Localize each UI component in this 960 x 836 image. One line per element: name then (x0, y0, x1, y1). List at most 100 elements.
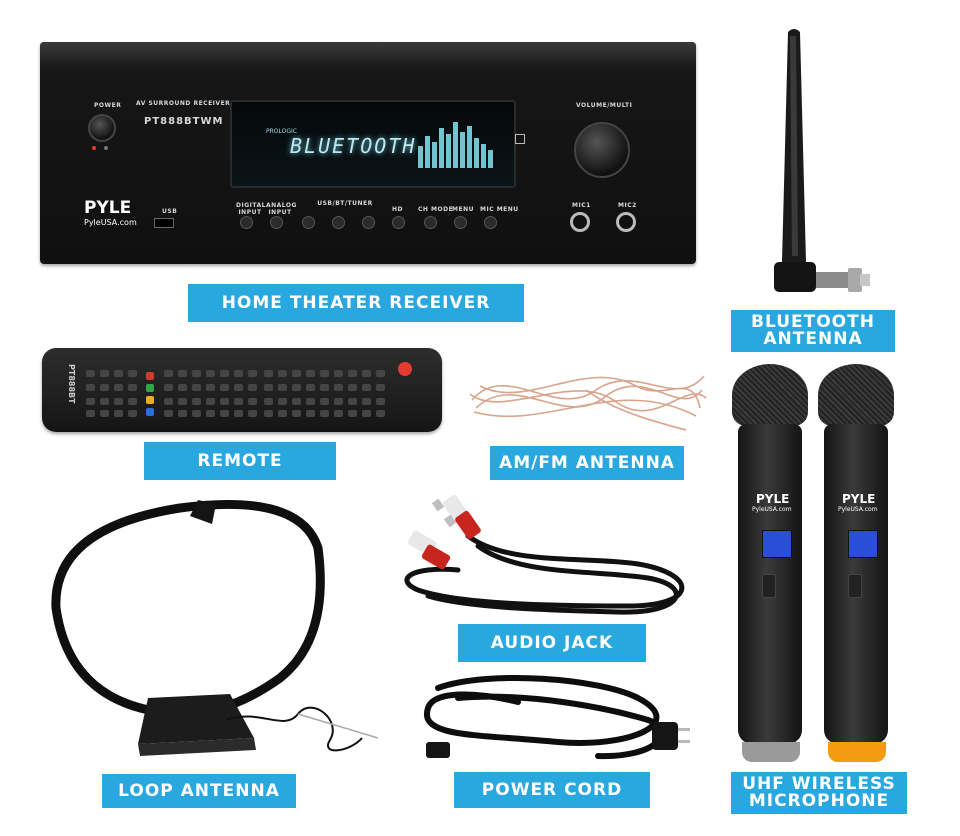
mic-right-cap (828, 742, 886, 762)
remote-button (192, 370, 201, 377)
remote-button (334, 398, 343, 405)
mic-right-screen (848, 530, 878, 558)
receiver-top-edge (40, 42, 696, 64)
remote-button (220, 398, 229, 405)
front-button (454, 216, 467, 229)
remote-button (348, 370, 357, 377)
label-text: MICROPHONE (748, 791, 890, 811)
display-prologic: PROLOGIC (266, 128, 297, 135)
display-badge-icon (515, 134, 525, 144)
receiver-brand-site: PyleUSA.com (84, 218, 137, 227)
label-remote: REMOTE (144, 442, 336, 480)
remote-button (264, 410, 273, 417)
btn-label-hd: HD (392, 206, 404, 213)
remote-button (114, 384, 123, 391)
remote-button (128, 370, 137, 377)
label-text: LOOP ANTENNA (118, 780, 280, 801)
remote-button (86, 370, 95, 377)
remote-blue-key-icon (146, 408, 154, 416)
remote-button (320, 410, 329, 417)
remote-button (86, 410, 95, 417)
remote-button (234, 410, 243, 417)
mic-right-head (818, 364, 894, 426)
remote-model: PT888BT (67, 364, 76, 404)
remote-button (206, 410, 215, 417)
label-text: UHF WIRELESS (742, 774, 896, 794)
remote-button (192, 384, 201, 391)
remote-button (128, 384, 137, 391)
remote-button (128, 398, 137, 405)
remote-button (220, 384, 229, 391)
remote-button (164, 384, 173, 391)
mic-left-switch-icon (762, 574, 776, 598)
btn-label-digital: DIGITAL INPUT (236, 202, 266, 216)
remote-button (306, 384, 315, 391)
remote-button (178, 410, 187, 417)
btn-label-mic-menu: MIC MENU (480, 206, 519, 213)
remote-button (264, 398, 273, 405)
remote-control: PT888BT (42, 348, 442, 432)
remote-button (178, 370, 187, 377)
front-button (484, 216, 497, 229)
remote-button (178, 384, 187, 391)
remote-button (334, 410, 343, 417)
standby-led-icon (104, 146, 108, 150)
remote-button (164, 370, 173, 377)
equalizer-icon (418, 122, 493, 168)
remote-button (348, 384, 357, 391)
receiver-brand: PYLE (84, 198, 132, 218)
remote-button (248, 370, 257, 377)
remote-button (100, 370, 109, 377)
mic-left-site: PyleUSA.com (752, 506, 792, 513)
volume-label: VOLUME/MULTI (576, 102, 633, 109)
label-text: BLUETOOTH (751, 312, 875, 332)
front-button (332, 216, 345, 229)
btn-label-analog: ANALOG INPUT (266, 202, 297, 216)
remote-button (292, 410, 301, 417)
remote-button (192, 398, 201, 405)
remote-button (306, 410, 315, 417)
usb-label: USB (162, 208, 178, 215)
remote-button (248, 410, 257, 417)
remote-button (86, 384, 95, 391)
front-button (240, 216, 253, 229)
remote-button (292, 398, 301, 405)
mic-left-cap (742, 742, 800, 762)
remote-button (100, 410, 109, 417)
label-text: ANTENNA (763, 329, 863, 349)
remote-button (206, 398, 215, 405)
mic2-label: MIC2 (618, 202, 637, 209)
remote-button (348, 410, 357, 417)
btn-label-menu: MENU (452, 206, 474, 213)
remote-button (206, 384, 215, 391)
remote-button (362, 410, 371, 417)
remote-button (234, 384, 243, 391)
remote-button (114, 398, 123, 405)
receiver-model: PT888BTWM (144, 116, 224, 127)
remote-button (376, 370, 385, 377)
label-text: REMOTE (197, 450, 283, 471)
remote-button (362, 370, 371, 377)
remote-button (320, 398, 329, 405)
remote-button (248, 398, 257, 405)
front-button (302, 216, 315, 229)
remote-button (376, 398, 385, 405)
power-knob (88, 114, 116, 142)
remote-button (376, 384, 385, 391)
mic-right-site: PyleUSA.com (838, 506, 878, 513)
remote-button (264, 370, 273, 377)
mic-left-screen (762, 530, 792, 558)
label-loop-antenna: LOOP ANTENNA (102, 774, 296, 808)
remote-button (164, 398, 173, 405)
remote-button (220, 370, 229, 377)
remote-button (362, 384, 371, 391)
label-text: POWER CORD (481, 779, 623, 800)
remote-button (248, 384, 257, 391)
remote-button (334, 370, 343, 377)
remote-yellow-key-icon (146, 396, 154, 404)
remote-button (264, 384, 273, 391)
remote-button (306, 370, 315, 377)
front-button (362, 216, 375, 229)
remote-button (100, 384, 109, 391)
mic-left-head (732, 364, 808, 426)
